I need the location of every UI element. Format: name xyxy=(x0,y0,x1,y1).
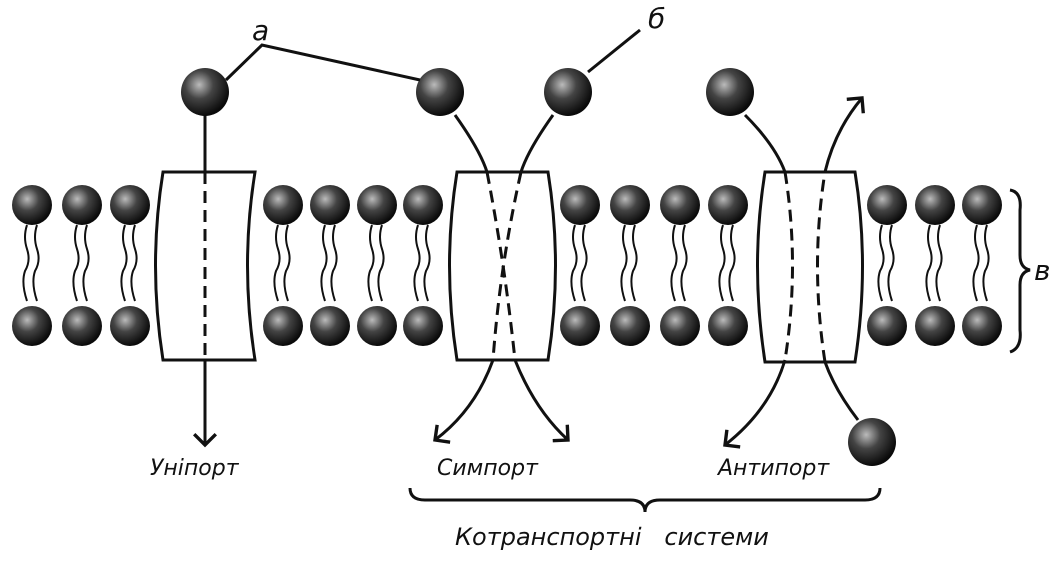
lipid-head xyxy=(263,185,303,225)
lipid-tail xyxy=(413,224,421,302)
lipid-head xyxy=(610,185,650,225)
lipid-tail xyxy=(580,224,588,302)
phospholipid xyxy=(660,185,700,346)
phospholipid xyxy=(357,185,397,346)
lipid-tail xyxy=(630,224,638,302)
lipid-tail xyxy=(935,224,943,302)
antiport-arrows xyxy=(723,96,865,449)
symport-arrows xyxy=(433,114,570,444)
lipid-tail xyxy=(670,224,678,302)
lipid-tail xyxy=(320,224,328,302)
lipid-head xyxy=(867,185,907,225)
lipid-tail xyxy=(330,224,338,302)
phospholipid xyxy=(403,185,443,346)
lipid-tail xyxy=(982,224,990,302)
lipid-head xyxy=(708,185,748,225)
lipid-tail xyxy=(620,224,628,302)
phospholipid xyxy=(610,185,650,346)
label-b: б xyxy=(648,2,665,35)
lipid-head xyxy=(660,185,700,225)
lipid-head xyxy=(560,306,600,346)
label-antiport: Антипорт xyxy=(716,456,830,481)
lipid-tail xyxy=(273,224,281,302)
lipid-tail xyxy=(925,224,933,302)
lipid-head xyxy=(962,185,1002,225)
lipid-head xyxy=(12,306,52,346)
lipid-tail xyxy=(718,224,726,302)
phospholipid-bilayer xyxy=(12,185,1002,346)
lipid-tail xyxy=(32,224,40,302)
symport-carrier xyxy=(448,170,557,362)
phospholipid xyxy=(110,185,150,346)
lipid-head xyxy=(962,306,1002,346)
molecule-symport-b xyxy=(544,68,592,116)
lipid-tail xyxy=(72,224,80,302)
transported-molecules xyxy=(181,68,896,466)
lipid-tail xyxy=(423,224,431,302)
lipid-tail xyxy=(120,224,128,302)
phospholipid xyxy=(62,185,102,346)
label-v: в xyxy=(1034,254,1051,287)
lipid-head xyxy=(110,306,150,346)
lipid-tail xyxy=(283,224,291,302)
uniport-carrier xyxy=(154,170,257,362)
molecule-symport-a xyxy=(416,68,464,116)
lipid-tail xyxy=(82,224,90,302)
label-symport: Симпорт xyxy=(437,456,539,481)
lipid-head xyxy=(560,185,600,225)
molecule-antiport-in xyxy=(848,418,896,466)
lipid-head xyxy=(357,185,397,225)
antiport-carrier xyxy=(756,170,864,364)
phospholipid xyxy=(560,185,600,346)
phospholipid xyxy=(962,185,1002,346)
lipid-head xyxy=(915,306,955,346)
lipid-tail xyxy=(972,224,980,302)
lipid-head xyxy=(12,185,52,225)
lipid-tail xyxy=(570,224,578,302)
lipid-head xyxy=(403,306,443,346)
phospholipid xyxy=(708,185,748,346)
lipid-head xyxy=(62,185,102,225)
label-leaders xyxy=(224,28,641,82)
label-cotransport-systems: Котранспортні системи xyxy=(455,523,769,551)
lipid-tail xyxy=(367,224,375,302)
lipid-tail xyxy=(130,224,138,302)
lipid-tail xyxy=(377,224,385,302)
lipid-head xyxy=(310,306,350,346)
lipid-tail xyxy=(22,224,30,302)
label-a: а xyxy=(252,14,269,47)
phospholipid xyxy=(263,185,303,346)
bilayer-brace xyxy=(1009,188,1031,354)
lipid-head xyxy=(310,185,350,225)
lipid-tail xyxy=(887,224,895,302)
cotransport-brace xyxy=(408,487,882,513)
phospholipid xyxy=(310,185,350,346)
lipid-head xyxy=(263,306,303,346)
phospholipid xyxy=(915,185,955,346)
lipid-tail xyxy=(728,224,736,302)
lipid-tail xyxy=(877,224,885,302)
lipid-head xyxy=(867,306,907,346)
lipid-head xyxy=(403,185,443,225)
lipid-head xyxy=(110,185,150,225)
lipid-head xyxy=(708,306,748,346)
lipid-head xyxy=(610,306,650,346)
label-uniport: Уніпорт xyxy=(150,456,240,481)
lipid-head xyxy=(357,306,397,346)
molecule-uniport xyxy=(181,68,229,116)
phospholipid xyxy=(867,185,907,346)
phospholipid xyxy=(12,185,52,346)
lipid-head xyxy=(915,185,955,225)
lipid-head xyxy=(62,306,102,346)
molecule-antiport-out xyxy=(706,68,754,116)
lipid-tail xyxy=(680,224,688,302)
lipid-head xyxy=(660,306,700,346)
